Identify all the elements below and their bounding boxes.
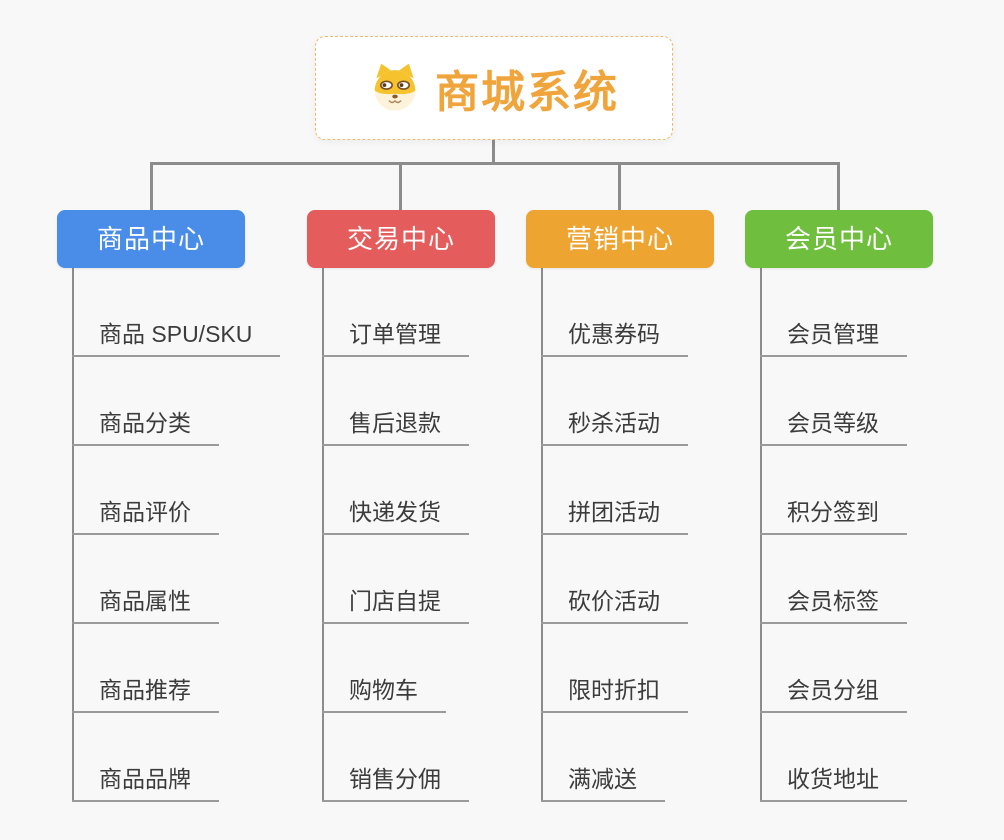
leaf-node-express-delivery[interactable]: 快递发货	[322, 498, 469, 535]
leaf-node-limited-discount[interactable]: 限时折扣	[541, 676, 688, 713]
leaf-node-order-management[interactable]: 订单管理	[322, 320, 469, 357]
connector-drop-product-center	[150, 162, 153, 210]
leaf-node-shopping-cart[interactable]: 购物车	[322, 676, 446, 713]
connector-horizontal-bar	[150, 162, 840, 165]
leaf-node-product-spu-sku[interactable]: 商品 SPU/SKU	[72, 320, 281, 357]
leaf-node-product-attribute[interactable]: 商品属性	[72, 587, 219, 624]
leaf-node-member-management[interactable]: 会员管理	[760, 320, 907, 357]
branch-spine-member-center	[760, 268, 762, 802]
branch-node-product-center[interactable]: 商品中心	[57, 210, 245, 268]
root-node[interactable]: 商城系统	[315, 36, 673, 140]
leaf-node-product-review[interactable]: 商品评价	[72, 498, 219, 535]
connector-drop-member-center	[837, 162, 840, 210]
leaf-node-coupon-code[interactable]: 优惠券码	[541, 320, 688, 357]
leaf-node-spend-and-save[interactable]: 满减送	[541, 765, 665, 802]
leaf-node-member-level[interactable]: 会员等级	[760, 409, 907, 446]
leaf-node-member-tag[interactable]: 会员标签	[760, 587, 907, 624]
leaf-node-member-group[interactable]: 会员分组	[760, 676, 907, 713]
branch-node-trade-center[interactable]: 交易中心	[307, 210, 495, 268]
branch-spine-product-center	[72, 268, 74, 802]
leaf-node-product-brand[interactable]: 商品品牌	[72, 765, 219, 802]
leaf-node-store-pickup[interactable]: 门店自提	[322, 587, 469, 624]
branch-node-member-center[interactable]: 会员中心	[745, 210, 933, 268]
connector-drop-trade-center	[399, 162, 402, 210]
leaf-node-bargain-event[interactable]: 砍价活动	[541, 587, 688, 624]
leaf-node-aftersale-refund[interactable]: 售后退款	[322, 409, 469, 446]
leaf-node-sales-commission[interactable]: 销售分佣	[322, 765, 469, 802]
connector-root-stub	[492, 140, 495, 164]
leaf-node-shipping-address[interactable]: 收货地址	[760, 765, 907, 802]
leaf-node-points-checkin[interactable]: 积分签到	[760, 498, 907, 535]
shiba-dog-face-icon	[369, 62, 421, 114]
connector-drop-marketing-center	[618, 162, 621, 210]
branch-node-marketing-center[interactable]: 营销中心	[526, 210, 714, 268]
root-title: 商城系统	[435, 68, 619, 117]
leaf-node-flash-sale[interactable]: 秒杀活动	[541, 409, 688, 446]
leaf-node-product-category[interactable]: 商品分类	[72, 409, 219, 446]
branch-spine-trade-center	[322, 268, 324, 802]
leaf-node-group-buy[interactable]: 拼团活动	[541, 498, 688, 535]
leaf-node-product-recommend[interactable]: 商品推荐	[72, 676, 219, 713]
branch-spine-marketing-center	[541, 268, 543, 802]
